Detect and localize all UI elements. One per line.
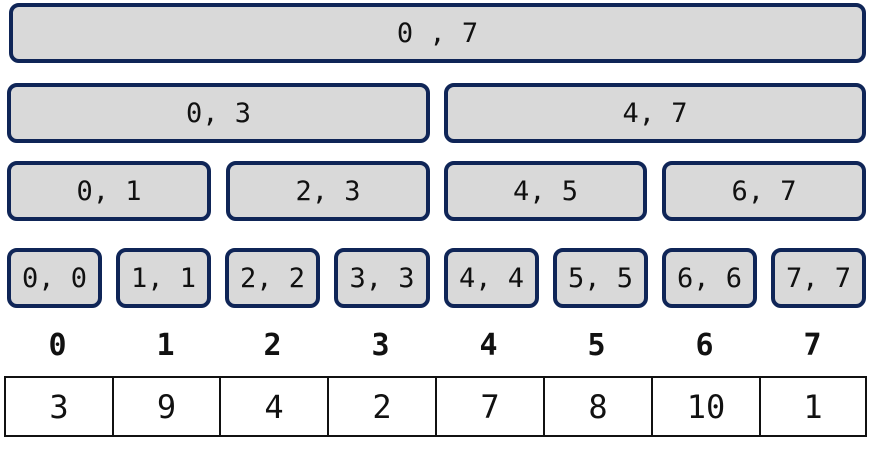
tree-node-leaf: 1, 1 <box>116 248 211 308</box>
tree-node-root: 0 , 7 <box>9 3 866 63</box>
array-value-cell: 2 <box>327 376 437 437</box>
tree-node-leaf: 4, 4 <box>444 248 539 308</box>
array-index-label: 7 <box>803 328 822 363</box>
tree-node-level2: 2, 3 <box>226 161 430 221</box>
tree-node-leaf: 2, 2 <box>225 248 320 308</box>
array-value-cell: 1 <box>759 376 867 437</box>
array-value-cell: 3 <box>4 376 114 437</box>
array-value-cell: 4 <box>219 376 329 437</box>
array-index-label: 5 <box>587 328 606 363</box>
array-value-cell: 9 <box>112 376 221 437</box>
tree-node-leaf: 6, 6 <box>662 248 757 308</box>
array-index-label: 6 <box>695 328 714 363</box>
array-value-cell: 10 <box>651 376 761 437</box>
tree-node-level2: 6, 7 <box>662 161 866 221</box>
tree-node-level2: 0, 1 <box>7 161 211 221</box>
tree-node-level1: 0, 3 <box>7 83 430 143</box>
array-index-label: 0 <box>48 328 67 363</box>
tree-node-leaf: 0, 0 <box>7 248 102 308</box>
tree-node-leaf: 3, 3 <box>334 248 430 308</box>
tree-node-level1: 4, 7 <box>444 83 866 143</box>
tree-node-leaf: 5, 5 <box>553 248 648 308</box>
tree-node-leaf: 7, 7 <box>771 248 866 308</box>
array-index-label: 1 <box>156 328 175 363</box>
array-value-cell: 7 <box>435 376 545 437</box>
array-index-label: 2 <box>263 328 282 363</box>
array-index-label: 4 <box>479 328 498 363</box>
array-value-cell: 8 <box>543 376 653 437</box>
array-index-label: 3 <box>371 328 390 363</box>
tree-node-level2: 4, 5 <box>444 161 647 221</box>
